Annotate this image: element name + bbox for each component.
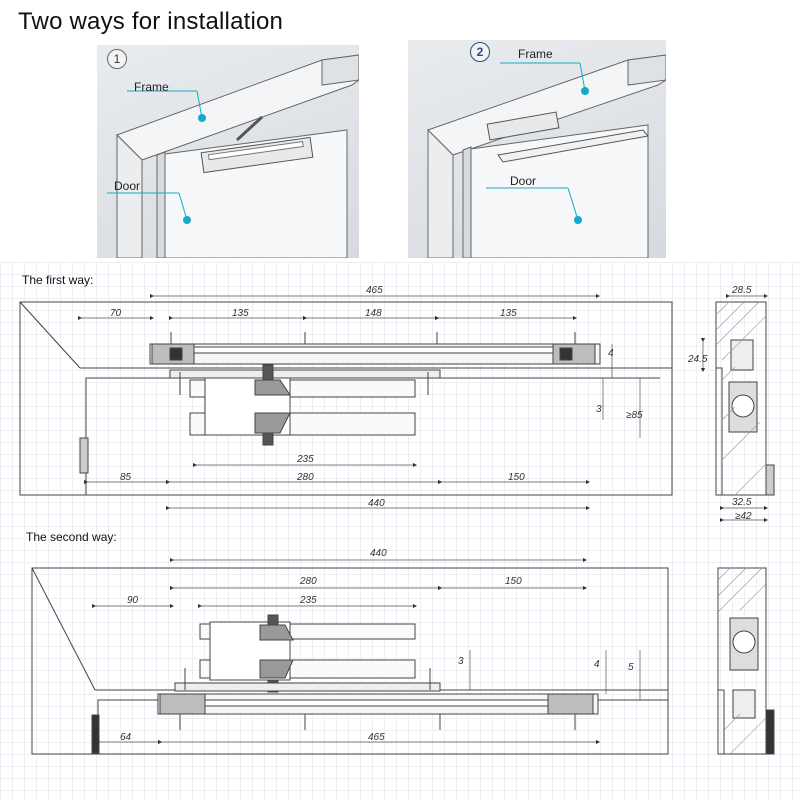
dim-85: 85 [120,472,132,483]
first-way-dimension-lines [77,293,769,523]
dim-440: 440 [368,498,385,509]
dim2-150: 150 [505,576,522,587]
photo-2-door-label: Door [510,174,537,188]
photo-1-illustration [107,54,359,258]
step-1-badge: 1 [107,49,127,69]
second-way-drawing [31,567,775,755]
second-way-dimension-lines [91,557,641,745]
dim-28-5: 28.5 [731,285,752,296]
page-title: Two ways for installation [18,8,284,35]
first-way-label: The first way: [22,273,94,287]
dim-3: 3 [596,404,602,415]
dim2-5: 5 [628,662,634,673]
dim2-280: 280 [299,576,317,587]
dim-148: 148 [365,308,382,319]
dim-70: 70 [110,308,122,319]
photo-2-illustration [427,54,666,258]
dim2-90: 90 [127,595,139,606]
dim-ge42: ≥42 [735,511,752,522]
dim-150: 150 [508,472,525,483]
first-way-dimension-texts: 465 70 135 148 135 235 85 280 150 440 4 … [110,285,752,522]
dim-4: 4 [608,348,614,359]
photo-1-door-label: Door [114,179,141,193]
dim-235: 235 [296,454,314,465]
photo-2-frame-label: Frame [518,47,553,61]
dim-24-5: 24.5 [687,354,708,365]
dim2-465: 465 [368,732,385,743]
step-2-badge: 2 [470,42,490,62]
installation-photo-2: 2 Frame Door [408,40,666,258]
dim-280: 280 [296,472,314,483]
dim-ge85: ≥85 [626,410,643,421]
second-way-side-hatch [717,567,767,755]
dim2-64: 64 [120,732,132,743]
dim2-4: 4 [594,659,600,670]
dim-32-5: 32.5 [732,497,752,508]
dim-135-a: 135 [232,308,249,319]
dim-135-b: 135 [500,308,517,319]
dim2-440: 440 [370,548,387,559]
dim2-235: 235 [299,595,317,606]
second-way-label: The second way: [26,530,117,544]
photo-1-frame-label: Frame [134,80,169,94]
first-way-drawing [19,301,775,496]
dim2-3: 3 [458,656,464,667]
dim-465: 465 [366,285,383,296]
first-way-side-hatch [715,301,767,496]
installation-photo-1: 1 Frame Door [97,45,359,258]
second-way-dimension-texts: 440 280 150 90 235 64 465 3 4 5 [120,548,634,743]
